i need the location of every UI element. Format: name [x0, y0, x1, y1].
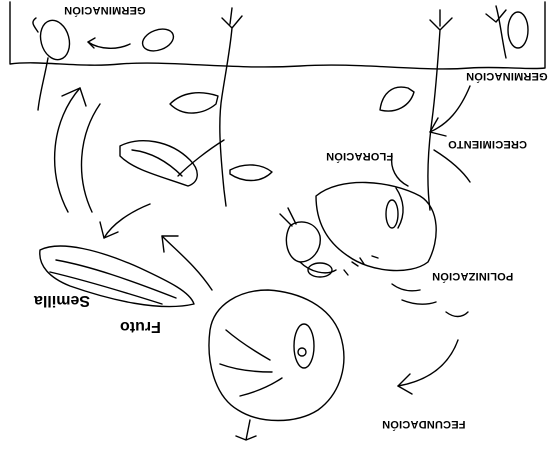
seedling-far-right [486, 6, 506, 58]
seedling-right [428, 10, 452, 210]
bean-pod-upper [120, 141, 197, 186]
arrow-fruit-to-germination [55, 88, 80, 212]
label-floracion: FLORACIÓN [326, 150, 393, 161]
label-semilla: Semilla [34, 292, 90, 308]
fertilized-flower [209, 290, 344, 421]
pollinator-insect [286, 222, 320, 262]
bean-seed-middle [140, 25, 177, 55]
flower-ovary [386, 200, 398, 228]
label-germinacion-top: GERMINACIÓN [64, 4, 146, 15]
fertilized-flower-stem [236, 420, 256, 440]
label-polinizacion: POLINIZACIÓN [432, 270, 513, 281]
seedling-center-leaf-left [170, 93, 218, 113]
label-germinacion-right: GERMINACIÓN [466, 70, 548, 81]
bean-seed-left [36, 17, 73, 63]
seedling-center-leaf-right [230, 165, 272, 181]
pollen-grains [344, 256, 468, 317]
arrow-pollination-to-fertilization [398, 340, 458, 386]
label-crecimiento: CRECIMIENTO [448, 138, 527, 149]
label-fecundacion: FECUNDACIÓN [382, 418, 465, 429]
seedling-right-leaf [380, 87, 414, 111]
arrow-germination-to-growth [430, 86, 470, 132]
seedling-center [220, 8, 242, 206]
arrow-pod-to-seed [104, 204, 150, 238]
fertilized-ovary [294, 324, 314, 368]
bean-seed-right [508, 12, 528, 48]
label-fruto: Fruto [120, 318, 161, 334]
